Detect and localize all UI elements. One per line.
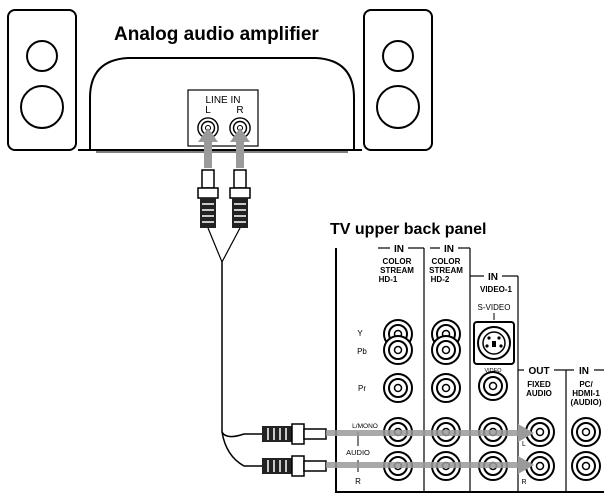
col1-label-line2: STREAM — [380, 266, 414, 275]
col2-in-label: IN — [444, 244, 454, 255]
pc-line1: PC/ — [579, 380, 593, 389]
row-label-r: R — [355, 477, 361, 486]
rca-plug-icon — [262, 423, 327, 477]
pc-audio-l-jack[interactable] — [571, 417, 601, 447]
out-l-label: L — [522, 441, 526, 448]
hd2-pr-jack[interactable] — [431, 373, 461, 403]
svideo-label: S-VIDEO — [478, 303, 511, 312]
out-r-label: R — [521, 479, 526, 486]
pc-line2: HDMI-1 — [572, 389, 600, 398]
col2-label-line1: COLOR — [432, 257, 461, 266]
row-label-audio: AUDIO — [346, 448, 370, 457]
hd1-pb-jack[interactable] — [383, 335, 413, 365]
col1-label-line1: COLOR — [383, 257, 412, 266]
line-in-right-label: R — [236, 105, 243, 116]
panel-title: TV upper back panel — [330, 221, 486, 238]
row-label-lmono: L/MONO — [352, 423, 378, 430]
line-in-label: LINE IN — [205, 95, 240, 106]
arrow-icon — [198, 128, 250, 168]
col2-label-line2: STREAM — [429, 266, 463, 275]
out-label: OUT — [528, 366, 549, 377]
pc-audio-r-jack[interactable] — [571, 451, 601, 481]
hd1-pr-jack[interactable] — [383, 373, 413, 403]
hd2-pb-jack[interactable] — [431, 335, 461, 365]
col1-label-line3: HD-1 — [379, 275, 398, 284]
line-in-left-label: L — [205, 105, 211, 116]
row-label-pr: Pr — [358, 384, 366, 393]
col3-in-label: IN — [488, 272, 498, 283]
in4-label: IN — [579, 366, 589, 377]
fixed-audio-line2: AUDIO — [526, 389, 552, 398]
rca-plug-icon — [197, 169, 251, 228]
speaker-right-icon — [363, 9, 433, 151]
col1-in-label: IN — [394, 244, 404, 255]
col3-label-line1: VIDEO-1 — [480, 285, 513, 294]
tv-back-panel — [335, 247, 604, 493]
video1-video-jack[interactable] — [478, 371, 508, 401]
video-label: VIDEO — [484, 368, 502, 374]
col2-label-line3: HD-2 — [431, 275, 450, 284]
pc-line3: (AUDIO) — [570, 398, 601, 407]
amplifier-title: Analog audio amplifier — [114, 24, 319, 45]
row-label-y: Y — [357, 329, 363, 338]
amplifier-body: LINE IN L R — [78, 57, 362, 153]
speaker-left-icon — [7, 9, 77, 151]
row-label-pb: Pb — [357, 347, 367, 356]
arrow-icon — [326, 424, 534, 474]
fixed-audio-line1: FIXED — [527, 380, 551, 389]
svideo-jack-icon[interactable] — [473, 321, 515, 365]
audio-cable — [207, 227, 262, 467]
